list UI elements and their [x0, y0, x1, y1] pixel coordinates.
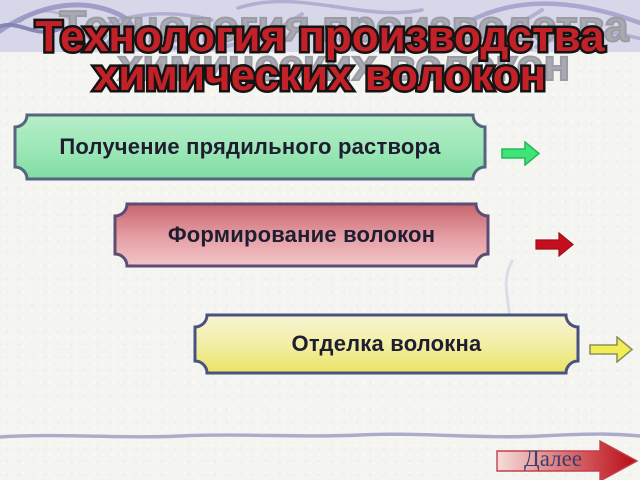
divider-line	[0, 432, 640, 439]
header-band	[0, 0, 640, 52]
next-arrow-icon	[496, 439, 639, 480]
step-3-plaque-shape	[193, 313, 580, 375]
step-3-plaque[interactable]: Отделка волокна	[193, 313, 580, 375]
step-2-plaque[interactable]: Формирование волокон	[113, 202, 490, 268]
step-1-label: Получение прядильного раствора	[59, 134, 441, 159]
page-title-shadow: Технология производства химических волок…	[58, 2, 629, 90]
step-2-arrow-icon	[535, 232, 574, 257]
next-button[interactable]: Далее	[495, 438, 640, 480]
step-1-arrow-icon	[501, 141, 541, 166]
step-2-plaque-shape	[113, 202, 490, 268]
next-button-label: Далее	[524, 446, 582, 471]
step-1-plaque-shape	[13, 113, 487, 181]
step-2-label: Формирование волокон	[167, 222, 436, 247]
page-title: Технология производства химических волок…	[35, 12, 605, 100]
step-1-plaque[interactable]: Получение прядильного раствора	[13, 113, 487, 181]
page-title-outline: Технология производства химических волок…	[33, 12, 607, 100]
step-3-label: Отделка волокна	[291, 331, 482, 356]
step-3-arrow-icon	[589, 336, 634, 363]
swirl-decoration	[0, 0, 640, 52]
